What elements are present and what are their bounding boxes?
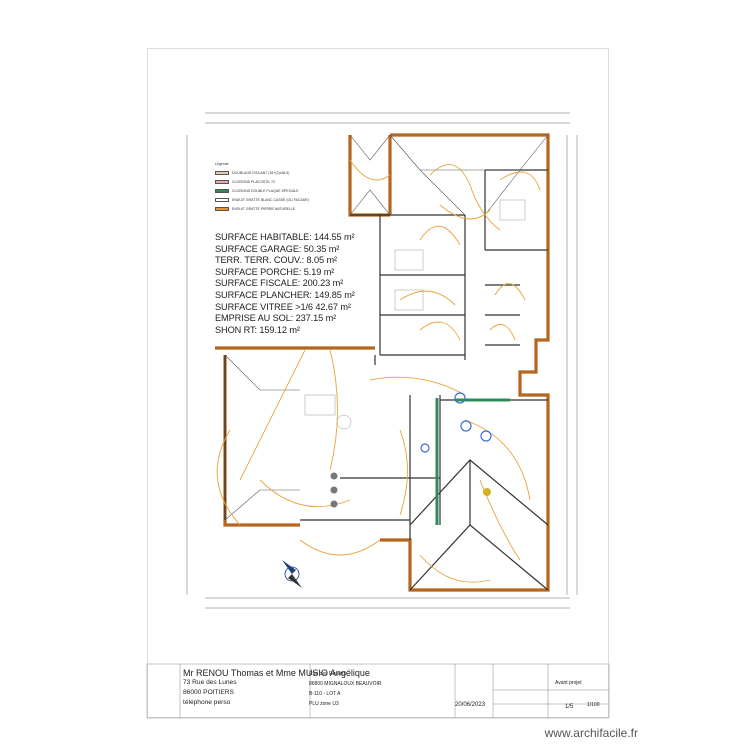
project-zone: PLU zone U3 xyxy=(309,701,339,707)
surface-row: SURFACE FISCALE: 200.23 m² xyxy=(215,278,344,289)
legend-swatch xyxy=(215,188,229,193)
surface-row: TERR. TERR. COUV.: 8.05 m² xyxy=(215,255,337,266)
surface-row: SHON RT: 159.12 m² xyxy=(215,324,300,335)
title-block-grid xyxy=(146,663,610,719)
switch-symbols xyxy=(420,392,492,453)
dimension-lines xyxy=(186,112,578,609)
project-block: Rue des Rosiers 86800 MIGNALOUX BEAUVOIR… xyxy=(309,669,382,709)
surface-row: SURFACE VITREE >1/6 42.67 m² xyxy=(215,301,351,312)
legend-item: ENDUIT GRATTE PIERRE NATURELLE xyxy=(215,204,309,213)
project-parcel: B-110 - LOT A xyxy=(309,691,341,697)
furniture xyxy=(330,472,491,508)
surface-row: SURFACE HABITABLE: 144.55 m² xyxy=(215,232,355,242)
legend-swatch xyxy=(215,179,229,184)
plan-scale: 1/100 xyxy=(587,702,600,708)
surface-row: SURFACE PORCHE: 5.19 m² xyxy=(215,266,335,277)
legend-swatch xyxy=(215,170,229,175)
electrical-wiring xyxy=(216,159,541,583)
project-city: 86800 MIGNALOUX BEAUVOIR xyxy=(309,681,382,687)
client-address-1: 73 Rue des Lunes xyxy=(183,679,237,686)
legend-swatch xyxy=(215,197,229,202)
plan-title: Avant projet xyxy=(555,680,582,686)
legend-title: Légende xyxy=(215,162,229,166)
client-block: Mr RENOU Thomas et Mme MUSIO Angélique 7… xyxy=(183,668,370,708)
legend-item: CLOISONS DOUBLE PLAQUE SPECIALE xyxy=(215,186,309,195)
legend-item: CLOISONS PLACOSTIL 72 xyxy=(215,177,309,186)
surface-table: SURFACE HABITABLE: 144.55 m² SURFACE GAR… xyxy=(215,232,355,336)
legend-item: ENDUIT GRATTE BLANC CASSE (OU FACADE) xyxy=(215,195,309,204)
roof-lines xyxy=(224,134,549,521)
client-phone: téléphone perso xyxy=(183,699,231,706)
surface-row: SURFACE PLANCHER: 149.85 m² xyxy=(215,289,355,300)
site-credit: www.archifacile.fr xyxy=(544,726,638,740)
legend: Légende DOUBLAGE ISOLANT (16+(2)x36,5) C… xyxy=(215,162,309,213)
special-partitions xyxy=(435,398,510,525)
project-site: Rue des Rosiers xyxy=(309,671,346,677)
surface-row: SURFACE GARAGE: 50.35 m² xyxy=(215,243,340,254)
room-fixtures xyxy=(304,199,526,430)
client-address-2: 86000 POITIERS xyxy=(183,689,234,696)
legend-swatch xyxy=(215,206,229,211)
plan-number: 1/5 xyxy=(565,704,574,710)
plan-date: 20/06/2023 xyxy=(455,702,486,708)
legend-item: DOUBLAGE ISOLANT (16+(2)x36,5) xyxy=(215,168,309,177)
title-block: Mr RENOU Thomas et Mme MUSIO Angélique 7… xyxy=(147,664,609,718)
surface-row: EMPRISE AU SOL: 237.15 m² xyxy=(215,313,337,324)
north-arrow-icon xyxy=(282,560,302,588)
client-name: Mr RENOU Thomas et Mme MUSIO Angélique xyxy=(183,668,370,678)
